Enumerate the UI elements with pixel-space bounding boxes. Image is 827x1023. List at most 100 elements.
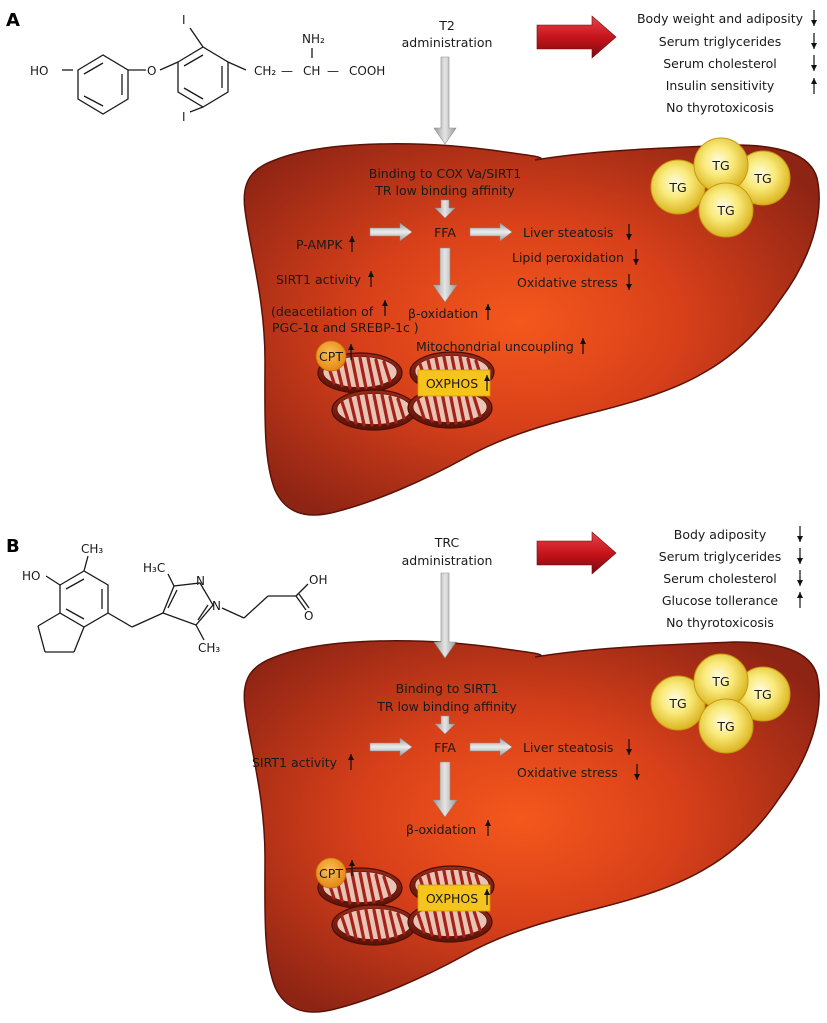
trc-structure [37, 555, 310, 653]
effect-label: Serum cholesterol [663, 56, 777, 71]
down-arrow-head [626, 749, 632, 755]
gray-arrow-down [432, 247, 458, 303]
down-arrow-head [626, 234, 632, 240]
ch2-label: CH₂ [254, 64, 276, 78]
ether-o-label: O [147, 64, 156, 78]
up-arrow-head [349, 236, 355, 242]
mitochondrion-icon [330, 903, 418, 947]
small-gray-arrow [434, 199, 456, 219]
up-arrow-icon [485, 820, 491, 836]
up-arrow-icon [348, 344, 354, 360]
up-arrow-icon [349, 860, 355, 876]
left-item: (deacetilation of [271, 304, 374, 319]
left-item: SIRT1 activity [276, 272, 362, 287]
up-arrow-icon [484, 375, 490, 391]
down-arrow-head [811, 65, 817, 71]
binding-line-2: TR low binding affinity [374, 183, 515, 198]
up-arrow-icon [485, 304, 491, 320]
down-arrow-head [797, 536, 803, 542]
up-arrow-head [382, 300, 388, 306]
n-label: N [212, 599, 221, 613]
gray-arrow-right [469, 222, 513, 242]
carbonyl-o-label: O [304, 609, 313, 623]
right-item: Liver steatosis [523, 740, 613, 755]
cpt-label: CPT [319, 349, 343, 364]
cpt-circle [315, 340, 347, 372]
right-item: Lipid peroxidation [512, 250, 624, 265]
dash-1: — [281, 64, 293, 78]
up-arrow-head [368, 271, 374, 277]
effect-label: Serum triglycerides [659, 34, 781, 49]
right-item: Oxidative stress [517, 275, 618, 290]
up-arrow-head [797, 592, 803, 598]
dash-2: — [327, 64, 339, 78]
small-gray-arrow [434, 715, 456, 735]
down-arrow-icon [797, 570, 803, 586]
up-arrow-head [349, 860, 355, 866]
iodophenyl-ring [177, 46, 229, 108]
red-arrow [536, 531, 617, 575]
tg-label: TG [711, 158, 729, 173]
oh-label: OH [309, 573, 327, 587]
tg-label: TG [753, 687, 771, 702]
panel-letter: A [6, 10, 20, 31]
cpt-circle [315, 857, 347, 889]
administration-line-2: administration [402, 35, 493, 50]
up-arrow-head [484, 375, 490, 381]
administration-line-1: TRC [434, 535, 460, 550]
gray-arrow-right [369, 737, 413, 757]
tg-label: TG [668, 180, 686, 195]
cooh-label: COOH [349, 64, 385, 78]
tg-droplet [698, 182, 754, 238]
ho-label: HO [30, 64, 48, 78]
down-arrow-head [811, 43, 817, 49]
nh2-label: NH₂ [302, 32, 325, 46]
down-arrow-icon [626, 739, 632, 755]
effect-label: No thyrotoxicosis [666, 100, 774, 115]
t2-structure [62, 27, 313, 115]
tg-label: TG [753, 171, 771, 186]
down-arrow-head [811, 20, 817, 26]
mitochondrion-icon [330, 388, 418, 432]
gray-arrow-right [369, 222, 413, 242]
up-arrow-icon [368, 271, 374, 287]
down-arrow-icon [633, 249, 639, 265]
up-arrow-icon [484, 889, 490, 905]
up-arrow-icon [811, 78, 817, 94]
panel-a: A HO O I I CH₂ — CH — COOH NH₂ [6, 10, 820, 516]
beta-oxidation-label: β-oxidation [408, 306, 478, 321]
cpt-label: CPT [319, 866, 343, 881]
effect-label: No thyrotoxicosis [666, 615, 774, 630]
gray-arrow-down [433, 572, 457, 659]
effect-label: Serum cholesterol [663, 571, 777, 586]
ch3-top-label: CH₃ [81, 542, 103, 556]
ho-label: HO [22, 569, 40, 583]
tg-droplet [698, 698, 754, 754]
up-arrow-head [485, 820, 491, 826]
ffa-label: FFA [434, 225, 456, 240]
effect-label: Insulin sensitivity [666, 78, 775, 93]
down-arrow-icon [634, 764, 640, 780]
up-arrow-head [580, 338, 586, 344]
effect-label: Serum triglycerides [659, 549, 781, 564]
down-arrow-icon [626, 224, 632, 240]
left-item: P-AMPK [296, 237, 343, 252]
gray-arrow-down [433, 56, 457, 145]
h3c-label: H₃C [143, 561, 165, 575]
up-arrow-icon [580, 338, 586, 354]
tg-label: TG [716, 719, 734, 734]
ch-label: CH [303, 64, 320, 78]
binding-line-1: Binding to COX Va/SIRT1 [369, 166, 521, 181]
oxphos-box [417, 369, 491, 397]
down-arrow-icon [626, 274, 632, 290]
up-arrow-head [484, 889, 490, 895]
down-arrow-icon [811, 33, 817, 49]
up-arrow-icon [349, 236, 355, 252]
up-arrow-icon [348, 754, 354, 770]
systemic-effects: Body adiposity Serum triglycerides Serum… [659, 526, 803, 630]
systemic-effects: Body weight and adiposity Serum triglyce… [637, 10, 817, 115]
tg-label: TG [716, 203, 734, 218]
down-arrow-head [797, 580, 803, 586]
effect-label: Body adiposity [674, 527, 767, 542]
